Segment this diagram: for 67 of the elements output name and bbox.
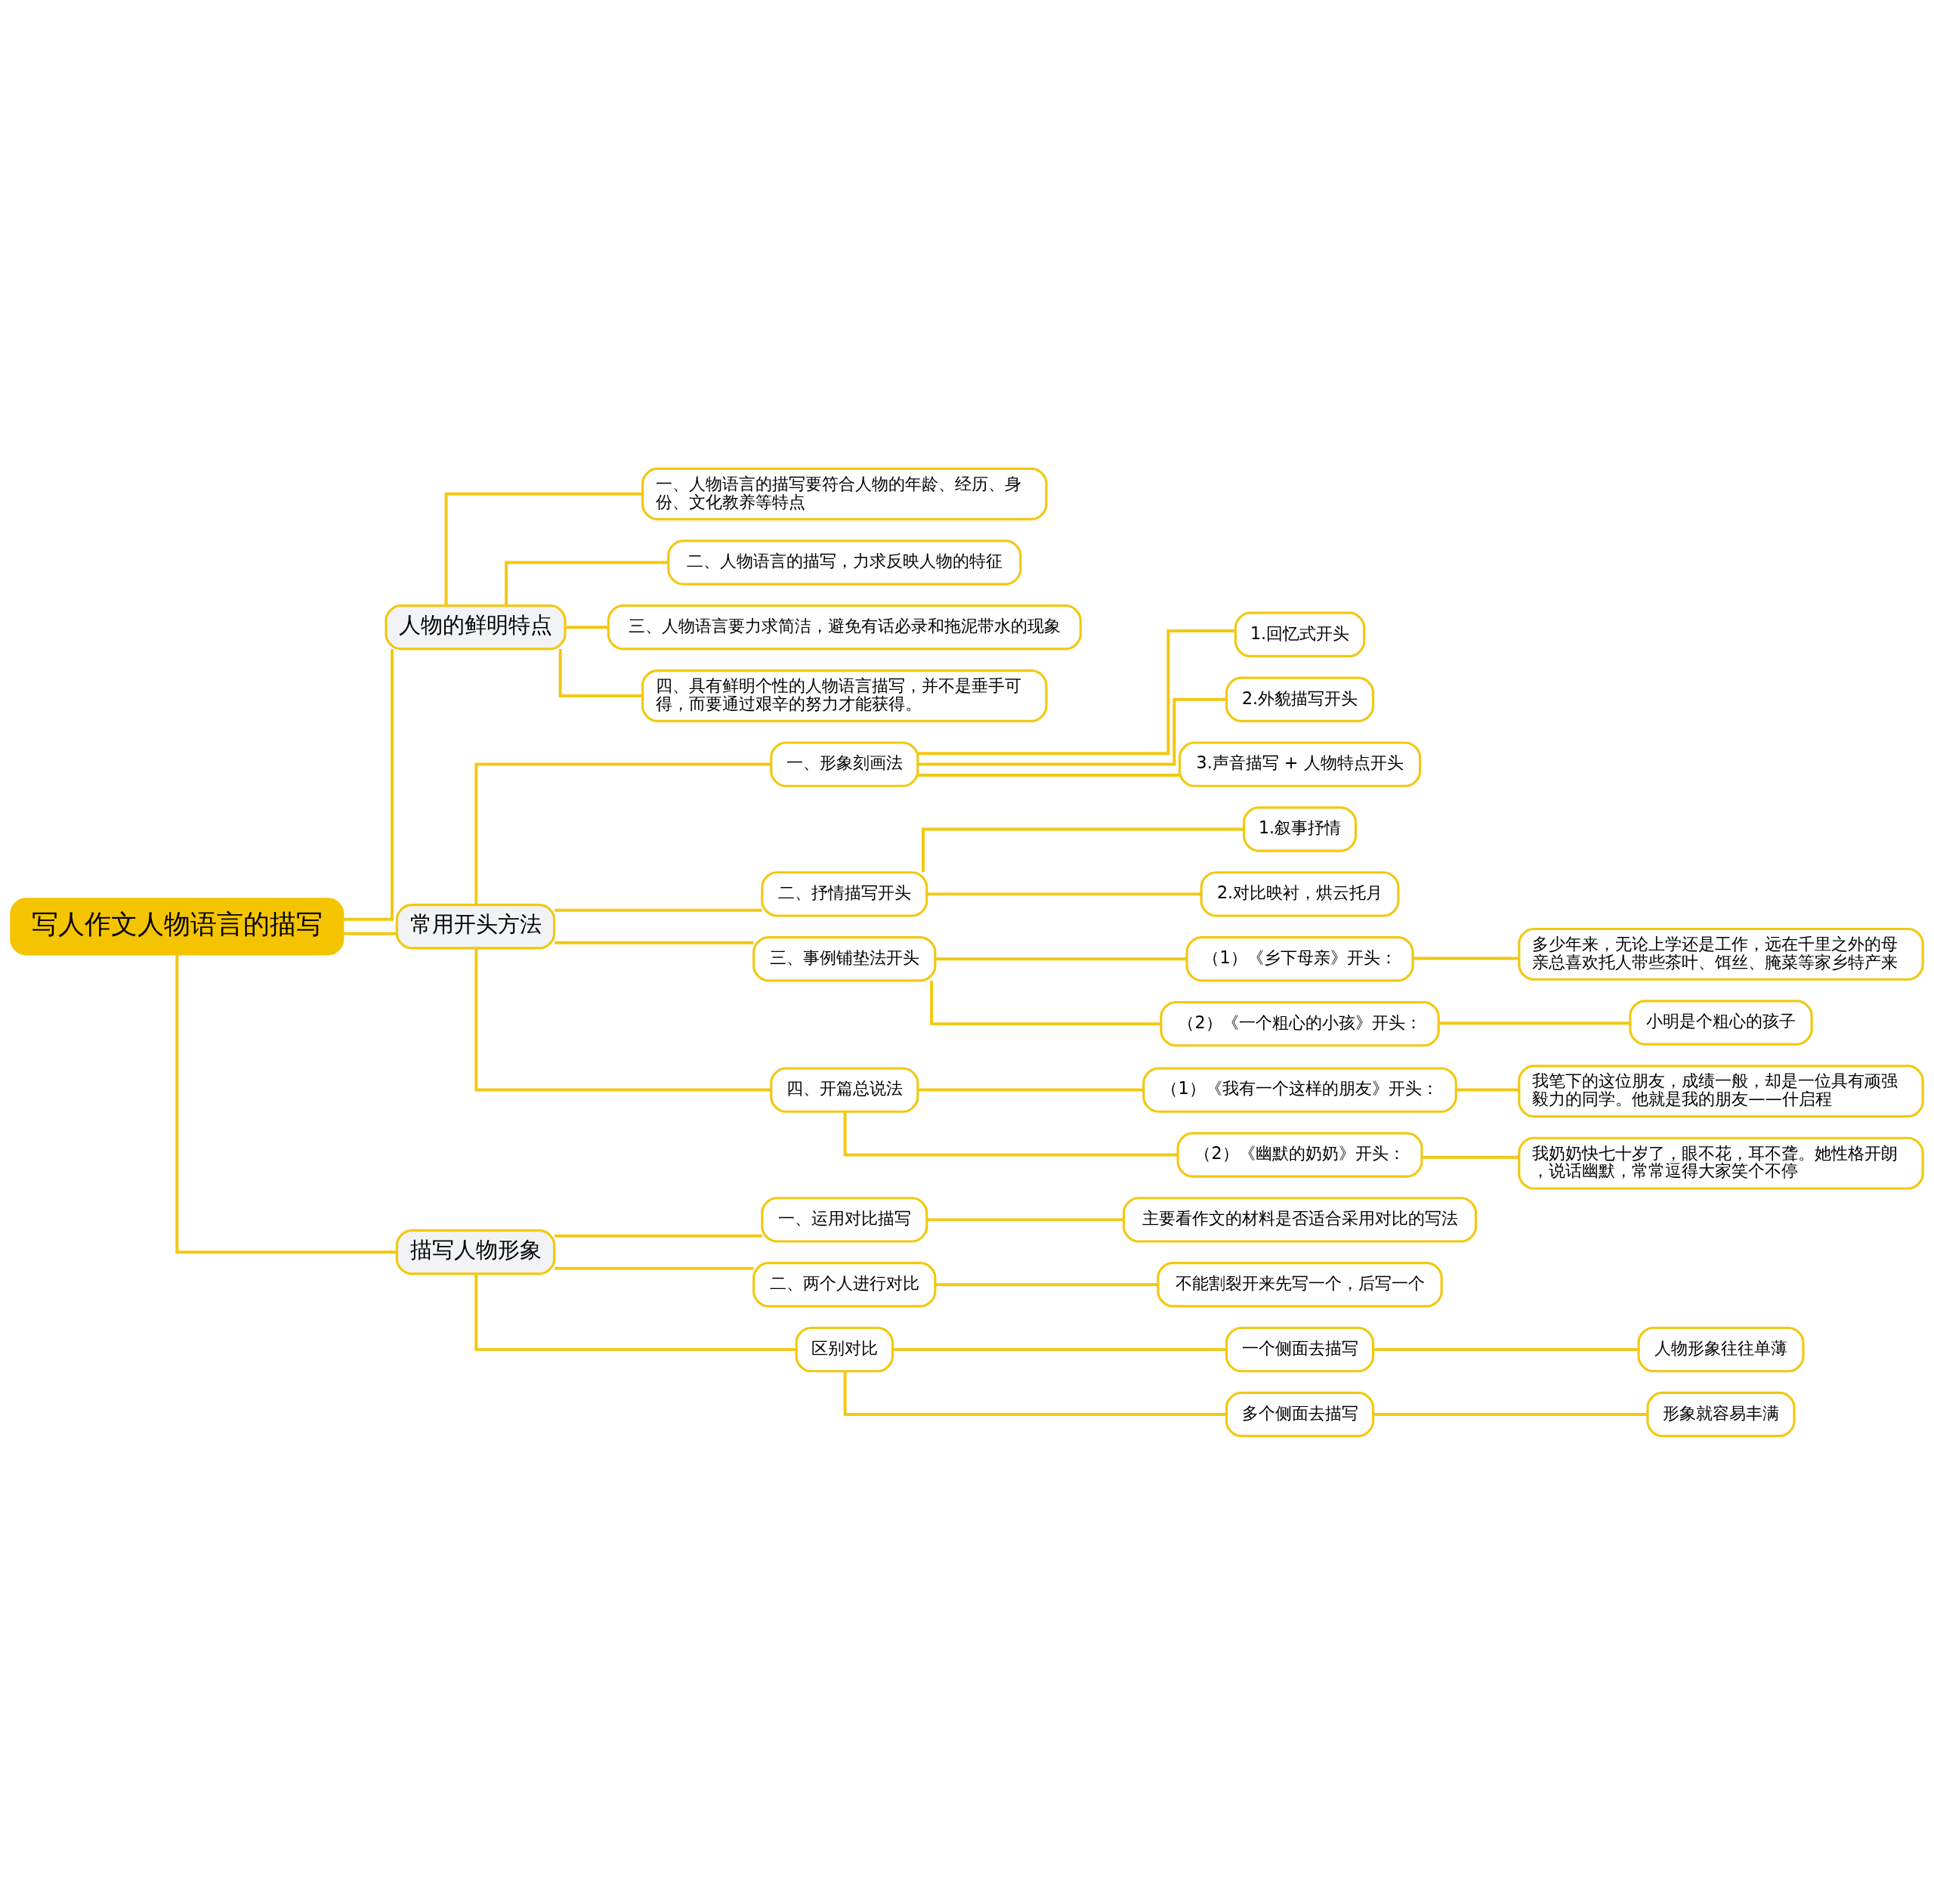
connector: [175, 954, 397, 1253]
connector: [343, 648, 394, 921]
connector: [918, 773, 1180, 777]
connector: [935, 1282, 1158, 1286]
connector: [930, 980, 1161, 1025]
node-box: 形象就容易丰满: [1646, 1391, 1796, 1437]
node-box: 四、具有鲜明个性的人物语言描写，并不是垂手可得，而要通过艰辛的努力才能获得。: [641, 669, 1048, 722]
connector: [555, 941, 754, 944]
connector: [926, 1217, 1124, 1221]
connector: [918, 697, 1227, 766]
node-box: 三、事例铺垫法开头: [752, 935, 937, 981]
node-box: 描写人物形象: [395, 1229, 556, 1275]
node-box: 多少年来，无论上学还是工作，远在千里之外的母亲总喜欢托人带些茶叶、饵丝、腌菜等家乡特产来: [1518, 927, 1924, 981]
node-box: （2）《一个粗心的小孩》开头：: [1160, 1000, 1440, 1046]
connector: [1456, 1088, 1519, 1092]
connector: [1413, 956, 1519, 960]
connector: [1373, 1347, 1639, 1351]
node-box: 1.叙事抒情: [1243, 805, 1358, 852]
connector: [474, 762, 771, 904]
connector: [555, 1234, 762, 1238]
node-box: 一、形象刻画法: [770, 740, 919, 787]
node-box: 主要看作文的材料是否适合采用对比的写法: [1122, 1196, 1478, 1243]
connector: [935, 957, 1187, 960]
connector: [474, 947, 771, 1092]
node-box: 常用开头方法: [395, 903, 556, 949]
node-box: 一、人物语言的描写要符合人物的年龄、经历、身份、文化教养等特点: [641, 467, 1048, 521]
node-box: 1.回忆式开头: [1234, 611, 1366, 657]
node-box: 区别对比: [795, 1326, 894, 1372]
node-box: 2.外貌描写开头: [1225, 676, 1375, 722]
node-box: 小明是个粗心的孩子: [1629, 999, 1813, 1046]
node-box: 四、开篇总说法: [770, 1066, 919, 1113]
node-box: 人物形象往往单薄: [1637, 1326, 1805, 1372]
connector: [558, 648, 643, 697]
connector: [1438, 1021, 1630, 1025]
node-box: （1）《乡下母亲》开头：: [1185, 935, 1414, 981]
connector: [555, 1266, 754, 1270]
connector: [843, 1371, 1227, 1416]
connector: [918, 1088, 1144, 1092]
connector: [1422, 1155, 1519, 1159]
node-box: 二、人物语言的描写，力求反映人物的特征: [667, 539, 1022, 586]
node-box: （1）《我有一个这样的朋友》开头：: [1142, 1066, 1457, 1113]
node-box: 人物的鲜明特点: [385, 604, 567, 650]
node-box: 二、两个人进行对比: [752, 1261, 937, 1307]
node-box: 多个侧面去描写: [1225, 1391, 1375, 1437]
connector: [926, 892, 1201, 895]
node-box: 三、人物语言要力求简洁，避免有话必录和拖泥带水的现象: [607, 604, 1082, 650]
node-box: （2）《幽默的奶奶》开头：: [1176, 1131, 1423, 1178]
connector: [918, 629, 1235, 755]
connector: [1373, 1412, 1648, 1416]
node-box: 2.对比映衬，烘云托月: [1200, 870, 1400, 917]
node-box: 3.声音描写 + 人物特点开头: [1178, 740, 1422, 787]
connector: [565, 625, 609, 629]
connector: [921, 827, 1244, 872]
connector: [843, 1111, 1178, 1156]
node-box: 写人作文人物语言的描写: [10, 897, 344, 955]
node-box: 一个侧面去描写: [1225, 1326, 1375, 1372]
node-box: 我奶奶快七十岁了，眼不花，耳不聋。她性格开朗，说话幽默，常常逗得大家笑个不停: [1518, 1136, 1924, 1190]
connector: [555, 908, 762, 912]
node-box: 我笔下的这位朋友，成绩一般，却是一位具有顽强毅力的同学。他就是我的朋友——什启程: [1518, 1064, 1924, 1117]
connector: [444, 492, 643, 605]
connector: [342, 932, 397, 935]
connector: [505, 560, 669, 605]
connector: [474, 1274, 797, 1351]
connector: [892, 1347, 1227, 1351]
node-box: 一、运用对比描写: [761, 1196, 928, 1243]
node-box: 不能割裂开来先写一个，后写一个: [1157, 1261, 1443, 1307]
node-box: 二、抒情描写开头: [761, 870, 928, 917]
